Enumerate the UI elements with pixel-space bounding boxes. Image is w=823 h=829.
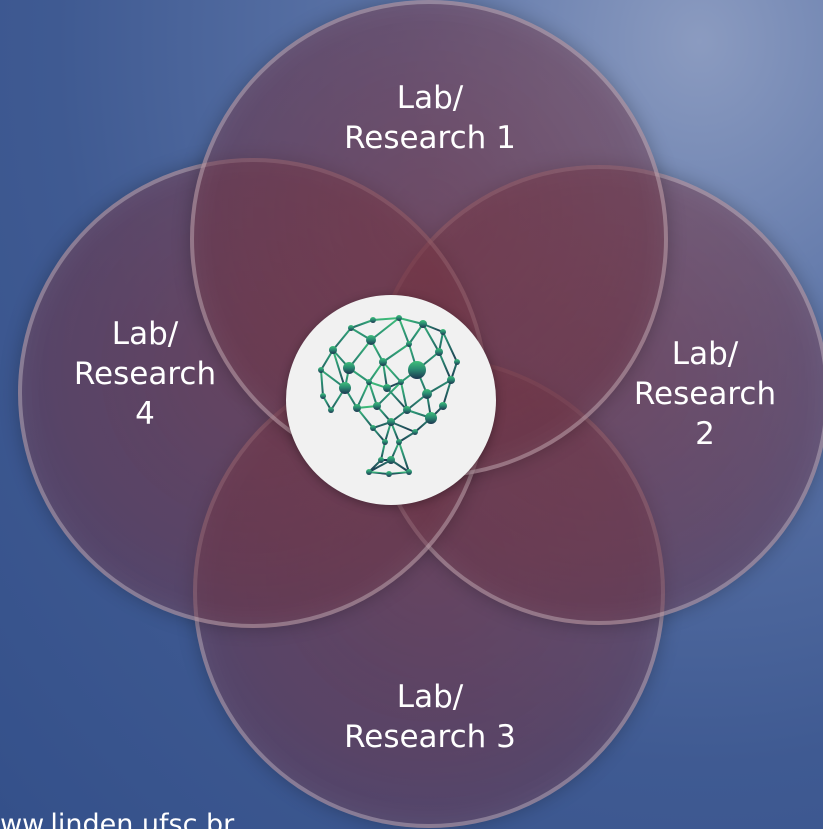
label-line: 4 (135, 396, 155, 432)
label-line: Lab/ (671, 336, 739, 372)
network-tree-logo-icon (318, 315, 460, 477)
label-line: 2 (695, 416, 715, 452)
label-line: Lab/ (111, 316, 179, 352)
label-line: Research (73, 356, 217, 392)
label-line: Research (633, 376, 777, 412)
center-logo (286, 295, 496, 505)
label-line: Lab/ (396, 679, 464, 715)
label-lab-research-4: Lab/ Research 4 (50, 314, 240, 434)
footer-url[interactable]: www.linden.ufsc.br (0, 809, 235, 829)
label-lab-research-2: Lab/ Research 2 (610, 334, 800, 454)
label-line: Research 3 (344, 719, 516, 755)
label-lab-research-1: Lab/ Research 1 (300, 78, 560, 158)
label-lab-research-3: Lab/ Research 3 (300, 677, 560, 757)
label-line: Lab/ (396, 80, 464, 116)
label-line: Research 1 (344, 120, 516, 156)
